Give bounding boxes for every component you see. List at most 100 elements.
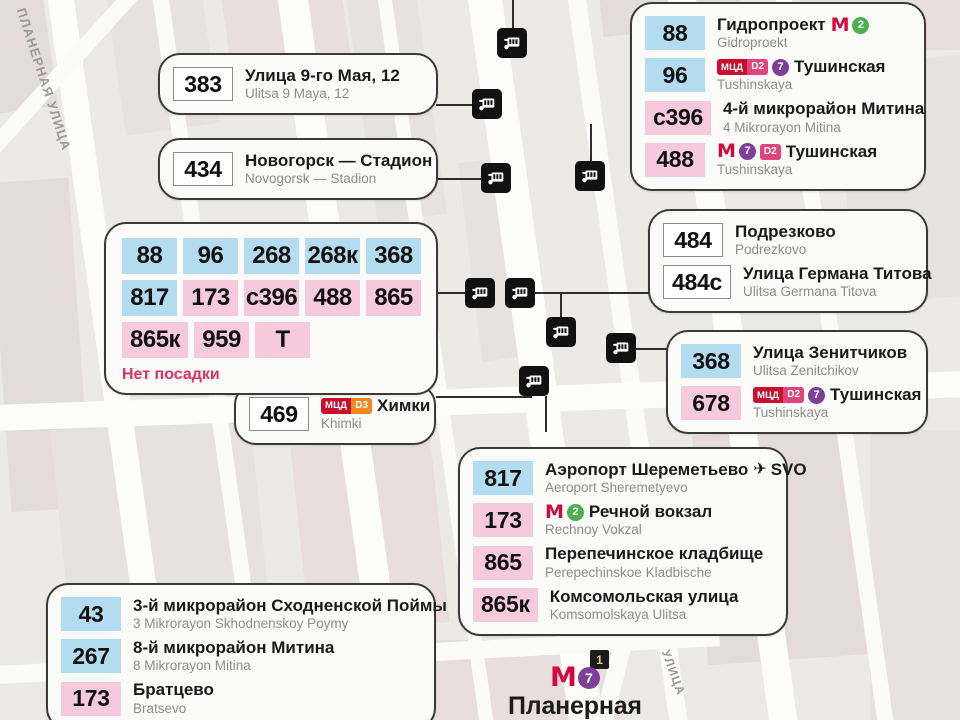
route-row[interactable]: 484 Подрезково Podrezkovo — [663, 222, 910, 258]
bus-stop-icon[interactable] — [481, 163, 511, 193]
destination-ru: Новогорск — Стадион — [245, 151, 433, 170]
destination-ru: Аэропорт Шереметьево — [545, 460, 749, 479]
grid-route-badge: 865к — [122, 322, 189, 358]
route-destination: Улица 9-го Мая, 12 Ulitsa 9 Maya, 12 — [245, 66, 400, 102]
route-list: 434 Новогорск — Стадион Novogorsk — Stad… — [173, 151, 432, 187]
metro-station-logo: М 7 — [550, 664, 600, 691]
bus-stop-icon[interactable] — [606, 333, 636, 363]
destination-en: Ulitsa Zenitchikov — [753, 363, 859, 379]
grid-route-badge: Т — [255, 322, 311, 358]
transfer-icons: М 2 — [831, 15, 870, 35]
destination-ru: Химки — [377, 396, 431, 415]
destination-ru: Речной вокзал — [588, 502, 713, 522]
destination-ru: Комсомольская улица — [549, 586, 739, 606]
bus-stop-icon[interactable] — [465, 278, 495, 308]
route-row[interactable]: с396 4-й микрорайон Митина 4 Mikrorayon … — [645, 99, 924, 135]
route-destination: Улица Германа Титова Ulitsa Germana Tito… — [742, 264, 932, 300]
destination-en: Podrezkovo — [735, 242, 807, 258]
map-numbered-marker[interactable]: 1 — [590, 650, 609, 669]
connector-line — [634, 348, 668, 350]
destination-ru: Братцево — [133, 680, 214, 700]
route-destination: Аэропорт Шереметьево ✈ SVO Aeroport Sher… — [545, 460, 807, 496]
connector-line — [560, 292, 562, 332]
route-badge: 865к — [473, 587, 538, 622]
bus-stop-icon[interactable] — [575, 161, 605, 191]
destination-ru: Тушинская — [830, 385, 922, 405]
route-panel-bottom-left[interactable]: 43 3-й микрорайон Сходненской Поймы 3 Mi… — [46, 583, 447, 720]
route-row[interactable]: 865к Комсомольская улица Komsomolskaya U… — [473, 587, 770, 623]
destination-en: 3 Mikrorayon Skhodnenskoy Poymy — [133, 616, 349, 632]
metro-logo-icon: М — [717, 140, 736, 163]
connector-line — [545, 396, 547, 432]
grid-route-badge: 268к — [305, 238, 360, 274]
route-list: 43 3-й микрорайон Сходненской Поймы 3 Mi… — [61, 596, 447, 717]
grid-route-badge: 173 — [183, 280, 238, 316]
connector-line — [530, 292, 650, 294]
destination-ru: Улица Германа Титова — [742, 264, 932, 284]
route-destination: Перепечинское кладбище Perepechinskoe Kl… — [545, 544, 763, 580]
destination-ru: 4-й микрорайон Митина — [722, 99, 925, 119]
metro-line-7-icon: 7 — [577, 666, 600, 689]
grid-route-badge: 268 — [244, 238, 299, 274]
destination-ru: 8-й микрорайон Митина — [133, 638, 335, 658]
route-row[interactable]: 488 М 7 D2 Тушинская Tushinskaya — [645, 142, 908, 178]
route-list: 484 Подрезково Podrezkovo 484с Улица Гер… — [663, 222, 932, 300]
route-row[interactable]: 865 Перепечинское кладбище Perepechinsko… — [473, 544, 770, 580]
route-badge: 383 — [173, 67, 233, 102]
transfer-icons: ✈ SVO — [753, 460, 806, 480]
mcd-d2-icon: D2 — [759, 143, 781, 160]
route-destination: Комсомольская улица Komsomolskaya Ulitsa — [550, 587, 739, 623]
transfer-icons: М 7 D2 — [717, 142, 781, 161]
route-row[interactable]: 484с Улица Германа Титова Ulitsa Germana… — [663, 264, 932, 300]
route-row[interactable]: 368 Улица Зенитчиков Ulitsa Zenitchikov — [681, 343, 910, 379]
grid-route-badge: 488 — [305, 280, 360, 316]
metro-station-name: Планерная — [508, 692, 642, 720]
bus-stop-icon[interactable] — [546, 317, 576, 347]
route-panel-383[interactable]: 383 Улица 9-го Мая, 12 Ulitsa 9 Maya, 12 — [158, 53, 438, 116]
destination-ru: Тушинская — [794, 57, 886, 77]
metro-line-2-icon: 2 — [566, 503, 584, 521]
route-row[interactable]: 817 Аэропорт Шереметьево ✈ SVO Aeroport … — [473, 460, 807, 496]
route-row[interactable]: 267 8-й микрорайон Митина 8 Mikrorayon M… — [61, 638, 418, 674]
route-badge: 434 — [173, 152, 233, 187]
bus-stop-icon[interactable] — [472, 89, 502, 119]
destination-en: Ulitsa Germana Titova — [742, 284, 877, 300]
route-panel-368[interactable]: 368 Улица Зенитчиков Ulitsa Zenitchikov … — [666, 330, 928, 435]
route-row[interactable]: 173 Братцево Bratsevo — [61, 680, 418, 716]
route-row[interactable]: 173 М 2 Речной вокзал Rechnoy Vokzal — [473, 502, 770, 538]
bus-stop-icon[interactable] — [497, 28, 527, 58]
route-badge: 488 — [645, 142, 705, 177]
metro-line-7-icon: 7 — [808, 386, 826, 404]
destination-ru: Подрезково — [735, 222, 836, 241]
route-panel-484[interactable]: 484 Подрезково Podrezkovo 484с Улица Гер… — [648, 209, 932, 314]
bus-stop-icon[interactable] — [505, 278, 535, 308]
connector-line — [590, 124, 592, 162]
route-row[interactable]: 88 Гидропроект М 2 Gidroproekt — [645, 15, 908, 51]
destination-ru: Перепечинское кладбище — [545, 544, 764, 564]
bus-stop-icon[interactable] — [519, 366, 549, 396]
destination-ru: Улица Зенитчиков — [753, 343, 908, 362]
route-badge: 96 — [645, 58, 705, 93]
route-list: 368 Улица Зенитчиков Ulitsa Zenitchikov … — [681, 343, 921, 421]
route-panel-no-boarding[interactable]: 88 96 268 268к 368 817 173 с396 488 865 … — [104, 222, 438, 395]
route-badge: 173 — [473, 503, 533, 538]
destination-en: Ulitsa 9 Maya, 12 — [245, 86, 350, 102]
route-badge: 484 — [663, 223, 723, 258]
connector-line — [436, 292, 480, 294]
route-panel-center[interactable]: 817 Аэропорт Шереметьево ✈ SVO Aeroport … — [458, 447, 807, 636]
route-panel-434[interactable]: 434 Новогорск — Стадион Novogorsk — Stad… — [158, 138, 438, 201]
transfer-icons: М 2 — [545, 500, 584, 523]
route-badge: 484с — [663, 265, 731, 300]
route-row[interactable]: 43 3-й микрорайон Сходненской Поймы 3 Mi… — [61, 596, 447, 632]
route-row[interactable]: 434 Новогорск — Стадион Novogorsk — Stad… — [173, 151, 432, 187]
metro-logo-icon: М — [545, 500, 564, 523]
metro-station-planernaya[interactable]: М 7 Планерная — [508, 664, 642, 720]
route-row[interactable]: 383 Улица 9-го Мая, 12 Ulitsa 9 Maya, 12 — [173, 66, 420, 102]
route-badge: 469 — [249, 397, 309, 432]
destination-en: Komsomolskaya Ulitsa — [549, 606, 687, 622]
